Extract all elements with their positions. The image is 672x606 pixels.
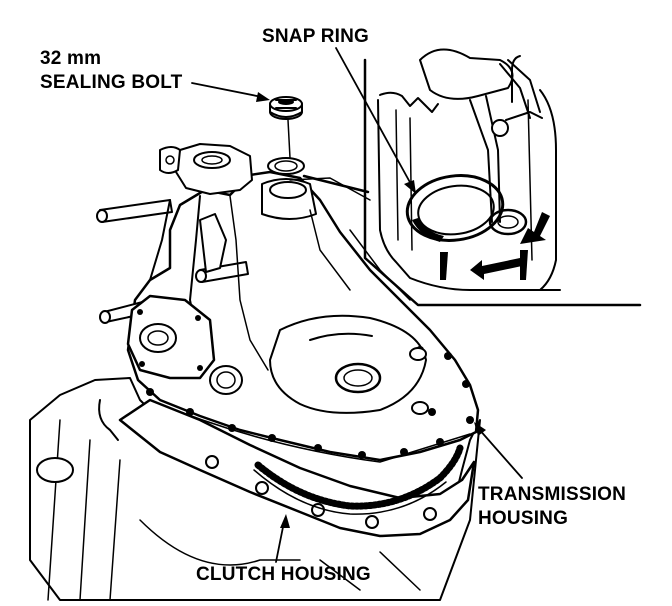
cover-plate (126, 294, 216, 380)
sealing-bolt-label: SEALING BOLT (40, 72, 183, 93)
inset-detail (363, 48, 642, 307)
transmission-assembly (29, 143, 481, 601)
mounting-studs (96, 199, 249, 324)
rotation-arrow-up (520, 212, 550, 244)
leader-lines (191, 47, 523, 563)
transmission-housing-label-line2: HOUSING (478, 508, 569, 529)
transmission-housing-label-line1: TRANSMISSION (478, 484, 627, 505)
snap-ring-part (405, 174, 505, 242)
ring-gear (253, 444, 464, 515)
clutch-housing-label: CLUTCH HOUSING (196, 564, 371, 585)
sealing-bolt-part (267, 96, 305, 175)
rotation-arrow-left (470, 258, 522, 280)
sealing-bolt-size-label: 32 mm (40, 48, 102, 69)
snap-ring-pliers (419, 48, 543, 223)
snap-ring-label: SNAP RING (262, 26, 370, 47)
